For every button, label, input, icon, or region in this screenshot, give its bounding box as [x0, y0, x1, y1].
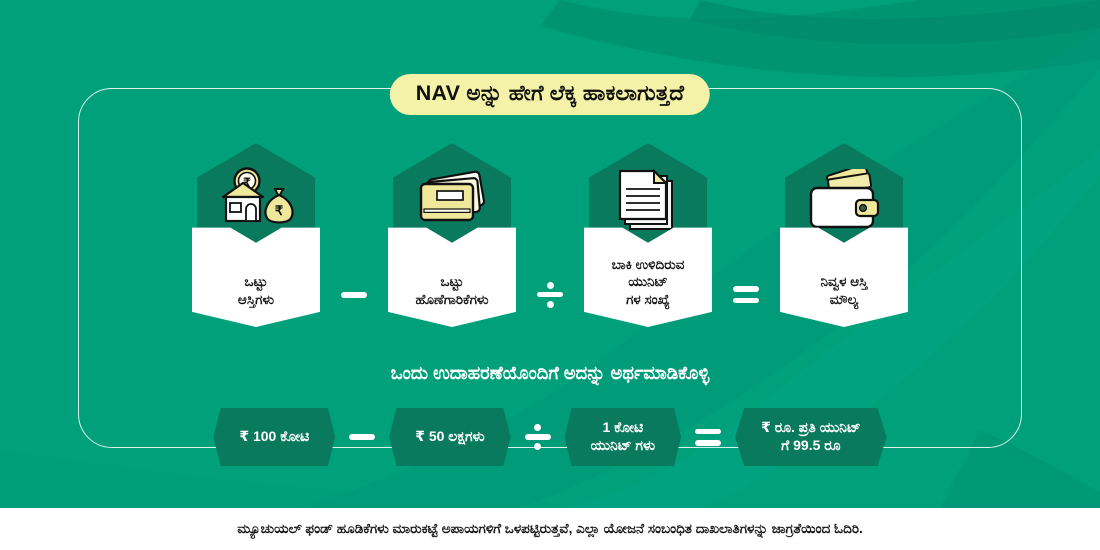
step-card: ನಿವ್ವಳ ಆಸ್ತಿ ಮೌಲ್ಯ: [780, 227, 908, 327]
step-label: ನಿವ್ವಳ ಆಸ್ತಿ ಮೌಲ್ಯ: [820, 274, 868, 308]
badge-value: ₹ ರೂ. ಪ್ರತಿ ಯುನಿಟ್ ಗೆ 99.5 ರೂ: [761, 419, 861, 453]
operator-minus: [331, 143, 377, 328]
operator-divide: [527, 143, 573, 328]
step-label: ಒಟ್ಟು ಹೊಣೆಗಾರಿಕೆಗಳು: [415, 274, 489, 308]
example-row: ₹ 100 ಕೋಟಿ ₹ 50 ಲಕ್ಷಗಳು 1 ಕೋಟಿ ಯುನಿಟ್ ಗಳ…: [0, 406, 1100, 468]
wallet-icon: [806, 163, 882, 236]
formula-step-net-asset-value[interactable]: ನಿವ್ವಳ ಆಸ್ತಿ ಮೌಲ್ಯ: [769, 143, 919, 328]
background-waves: [540, 0, 1100, 77]
disclaimer-text: ಮ್ಯೂಚುಯಲ್ ಫಂಡ್ ಹೂಡಿಕೆಗಳು ಮಾರುಕಟ್ಟೆ ಅಪಾಯಗ…: [237, 521, 863, 536]
badge-value: ₹ 100 ಕೋಟಿ: [239, 428, 310, 445]
divide-icon: [524, 424, 551, 450]
credit-cards-icon: [415, 170, 489, 235]
footer-bar: ಮ್ಯೂಚುಯಲ್ ಫಂಡ್ ಹೂಡಿಕೆಗಳು ಮಾರುಕಟ್ಟೆ ಅಪಾಯಗ…: [0, 508, 1100, 550]
step-card: ಒಟ್ಟು ಆಸ್ತಿಗಳು: [192, 227, 320, 327]
formula-step-total-liabilities[interactable]: ಒಟ್ಟು ಹೊಣೆಗಾರಿಕೆಗಳು: [377, 143, 527, 328]
example-badge-total-assets[interactable]: ₹ 100 ಕೋಟಿ: [213, 408, 336, 466]
example-operator-divide: [511, 408, 565, 466]
divide-icon: [537, 281, 563, 308]
example-badge-outstanding-units[interactable]: 1 ಕೋಟಿ ಯುನಿಟ್ ಗಳು: [564, 408, 682, 466]
page-title: NAV ಅನ್ನು ಹೇಗೆ ಲೆಕ್ಕ ಹಾಕಲಾಗುತ್ತದೆ: [415, 81, 685, 105]
example-subtitle: ಒಂದು ಉದಾಹರಣೆಯೊಂದಿಗೆ ಅದನ್ನು ಅರ್ಥಮಾಡಿಕೊಳ್ಳ…: [390, 363, 710, 383]
step-label: ಒಟ್ಟು ಆಸ್ತಿಗಳು: [237, 274, 275, 308]
equals-icon: [695, 428, 722, 446]
svg-text:₹: ₹: [275, 203, 284, 218]
formula-step-total-assets[interactable]: ₹ ₹ ಒಟ್ಟು ಆಸ್ತಿಗಳು: [181, 143, 331, 328]
example-badge-total-liabilities[interactable]: ₹ 50 ಲಕ್ಷಗಳು: [389, 408, 511, 466]
badge-value: 1 ಕೋಟಿ ಯುನಿಟ್ ಗಳು: [590, 419, 656, 453]
step-label: ಬಾಕಿ ಉಳಿದಿರುವ ಯುನಿಟ್ ಗಳ ಸಂಖ್ಯೆ: [611, 256, 685, 308]
minus-icon: [341, 291, 367, 298]
documents-icon: [614, 167, 682, 238]
svg-text:₹: ₹: [243, 176, 251, 190]
example-operator-equals: [681, 408, 735, 466]
step-card: ಬಾಕಿ ಉಳಿದಿರುವ ಯುನಿಟ್ ಗಳ ಸಂಖ್ಯೆ: [584, 227, 712, 327]
minus-icon: [349, 434, 376, 440]
house-with-money-bag-icon: ₹ ₹: [217, 167, 295, 238]
badge-value: ₹ 50 ಲಕ್ಷಗಳು: [415, 428, 485, 445]
example-operator-minus: [335, 408, 389, 466]
operator-equals: [723, 143, 769, 328]
title-banner: NAV ಅನ್ನು ಹೇಗೆ ಲೆಕ್ಕ ಹಾಕಲಾಗುತ್ತದೆ: [389, 74, 711, 115]
example-badge-nav-result[interactable]: ₹ ರೂ. ಪ್ರತಿ ಯುನಿಟ್ ಗೆ 99.5 ರೂ: [735, 408, 887, 466]
equals-icon: [733, 286, 759, 303]
step-card: ಒಟ್ಟು ಹೊಣೆಗಾರಿಕೆಗಳು: [388, 227, 516, 327]
formula-row: ₹ ₹ ಒಟ್ಟು ಆಸ್ತಿಗಳು: [0, 143, 1100, 333]
formula-step-outstanding-units[interactable]: ಬಾಕಿ ಉಳಿದಿರುವ ಯುನಿಟ್ ಗಳ ಸಂಖ್ಯೆ: [573, 143, 723, 328]
